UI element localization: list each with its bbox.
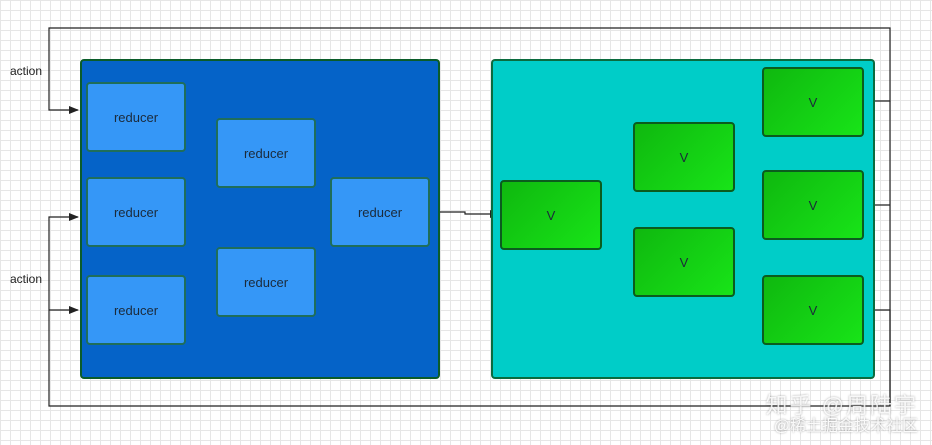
view-node: V bbox=[633, 227, 735, 297]
reducer-node: reducer bbox=[216, 247, 316, 317]
view-node: V bbox=[500, 180, 602, 250]
reducer-node: reducer bbox=[330, 177, 430, 247]
view-node: V bbox=[762, 275, 864, 345]
action-label-top: action bbox=[10, 64, 43, 78]
watermark-juejin: @稀土掘金技术社区 bbox=[773, 418, 918, 435]
view-node: V bbox=[762, 170, 864, 240]
reducer-node: reducer bbox=[86, 82, 186, 152]
reducer-node: reducer bbox=[216, 118, 316, 188]
view-node: V bbox=[633, 122, 735, 192]
action-label-bottom: action bbox=[10, 272, 43, 286]
reducer-node: reducer bbox=[86, 177, 186, 247]
watermark-zhihu: 知乎 @周陆宇 bbox=[765, 393, 918, 418]
reducer-node: reducer bbox=[86, 275, 186, 345]
view-node: V bbox=[762, 67, 864, 137]
